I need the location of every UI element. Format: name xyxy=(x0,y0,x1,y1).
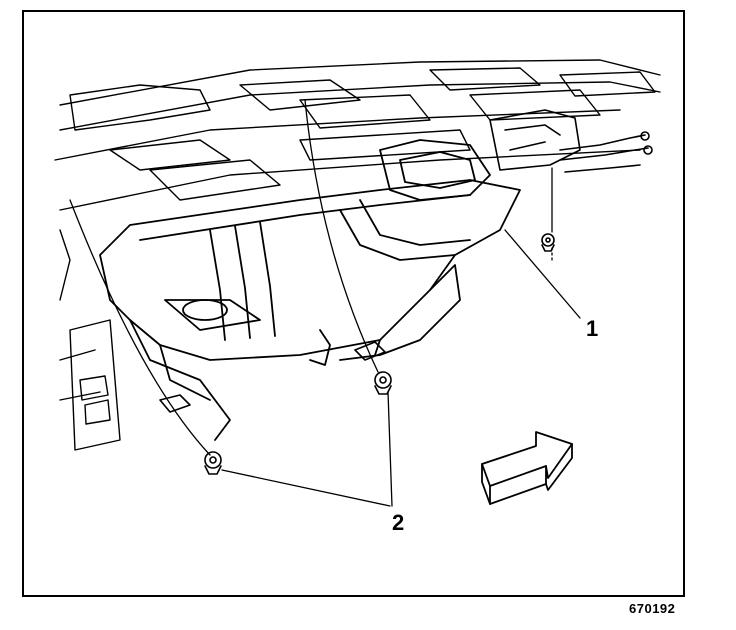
front-arrow-icon xyxy=(481,431,573,505)
leader-lines xyxy=(69,99,581,507)
callout-2-label: 2 xyxy=(392,510,405,535)
wiring-harness xyxy=(489,109,653,173)
diagram-frame xyxy=(22,10,685,597)
nut-middle xyxy=(374,371,392,395)
shield-nuts xyxy=(159,233,555,475)
nut-left xyxy=(204,451,222,475)
callout-1-label: 1 xyxy=(586,316,599,341)
fuel-tank-shield xyxy=(99,139,521,441)
figure-id: 670192 xyxy=(629,601,676,616)
chassis-frame xyxy=(54,59,661,451)
